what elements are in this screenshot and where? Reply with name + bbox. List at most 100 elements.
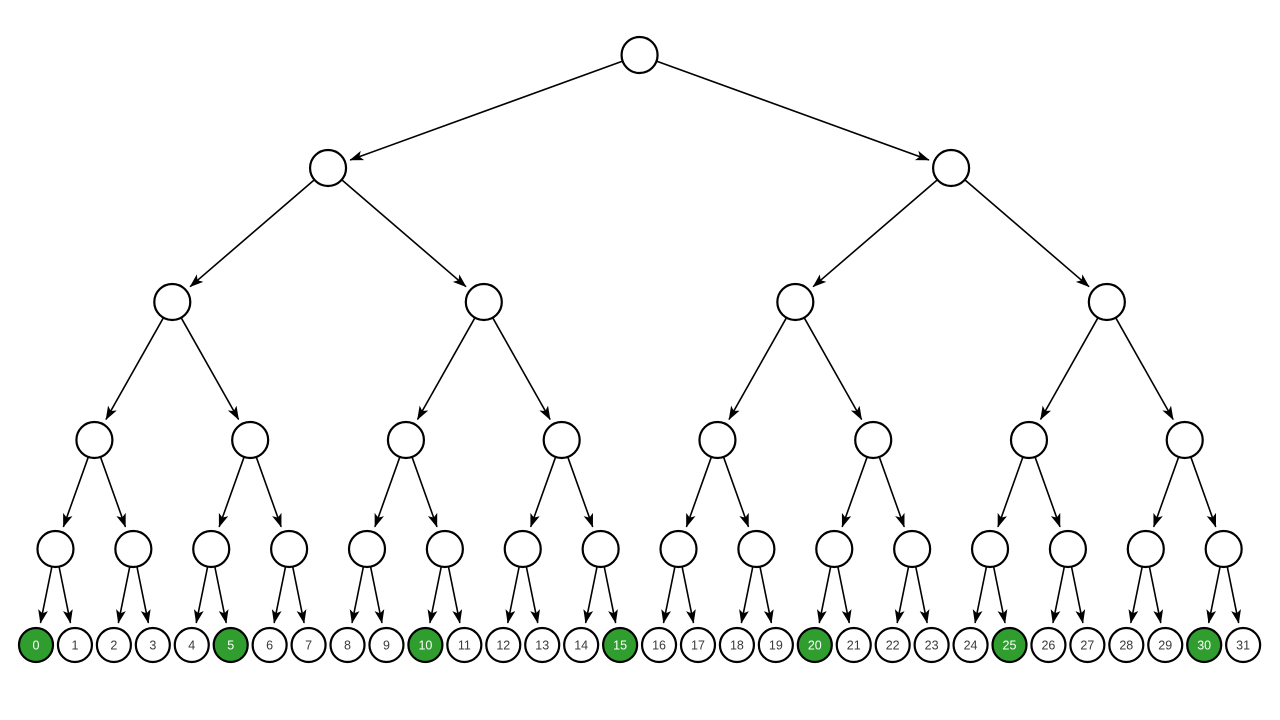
tree-leaf-node-6[interactable]: 6 bbox=[251, 626, 288, 664]
internal-circle[interactable] bbox=[970, 529, 1010, 569]
internal-circle[interactable] bbox=[1165, 420, 1204, 460]
leaf-circle[interactable] bbox=[290, 626, 327, 664]
leaf-circle[interactable] bbox=[1186, 626, 1223, 664]
leaf-circle[interactable] bbox=[524, 626, 561, 664]
tree-leaf-node-16[interactable]: 16 bbox=[640, 626, 678, 664]
internal-circle[interactable] bbox=[153, 282, 192, 322]
leaf-circle[interactable] bbox=[368, 626, 405, 664]
tree-leaf-node-8[interactable]: 8 bbox=[329, 626, 366, 664]
leaf-circle[interactable] bbox=[173, 626, 210, 664]
tree-internal-node-l4-9[interactable] bbox=[737, 529, 776, 569]
internal-circle[interactable] bbox=[620, 35, 659, 75]
tree-leaf-node-17[interactable]: 17 bbox=[679, 626, 717, 664]
tree-internal-node-l4-11[interactable] bbox=[893, 529, 932, 569]
leaf-circle[interactable] bbox=[757, 626, 794, 664]
internal-circle[interactable] bbox=[1048, 529, 1088, 569]
internal-circle[interactable] bbox=[270, 529, 309, 569]
tree-internal-node-l4-8[interactable] bbox=[659, 529, 698, 569]
tree-leaf-node-26[interactable]: 26 bbox=[1030, 626, 1067, 664]
internal-circle[interactable] bbox=[1204, 529, 1243, 569]
internal-circle[interactable] bbox=[698, 420, 737, 460]
tree-internal-node-l1-0[interactable] bbox=[308, 148, 348, 188]
leaf-circle[interactable] bbox=[1147, 626, 1184, 664]
tree-leaf-node-7[interactable]: 7 bbox=[290, 626, 327, 664]
internal-circle[interactable] bbox=[581, 529, 620, 569]
internal-circle[interactable] bbox=[36, 529, 75, 569]
internal-circle[interactable] bbox=[231, 420, 270, 460]
internal-circle[interactable] bbox=[503, 529, 542, 569]
leaf-circle[interactable] bbox=[796, 626, 833, 664]
leaf-circle[interactable] bbox=[251, 626, 288, 664]
leaf-circle[interactable] bbox=[212, 626, 249, 664]
internal-circle[interactable] bbox=[1009, 420, 1049, 460]
leaf-circle[interactable] bbox=[601, 626, 639, 664]
tree-leaf-node-30[interactable]: 30 bbox=[1186, 626, 1223, 664]
tree-leaf-node-29[interactable]: 29 bbox=[1147, 626, 1184, 664]
tree-internal-node-l1-1[interactable] bbox=[931, 148, 971, 188]
internal-circle[interactable] bbox=[1087, 282, 1126, 322]
tree-leaf-node-5[interactable]: 5 bbox=[212, 626, 249, 664]
tree-leaf-node-22[interactable]: 22 bbox=[874, 626, 911, 664]
tree-internal-node-l3-6[interactable] bbox=[1009, 420, 1049, 460]
tree-leaf-node-2[interactable]: 2 bbox=[95, 626, 132, 664]
internal-circle[interactable] bbox=[659, 529, 698, 569]
internal-circle[interactable] bbox=[386, 420, 426, 460]
leaf-circle[interactable] bbox=[485, 626, 522, 664]
leaf-circle[interactable] bbox=[446, 626, 483, 664]
tree-leaf-node-28[interactable]: 28 bbox=[1108, 626, 1145, 664]
tree-internal-node-l3-7[interactable] bbox=[1165, 420, 1204, 460]
tree-leaf-node-3[interactable]: 3 bbox=[134, 626, 171, 664]
internal-circle[interactable] bbox=[114, 529, 153, 569]
leaf-circle[interactable] bbox=[1069, 626, 1106, 664]
tree-leaf-node-13[interactable]: 13 bbox=[524, 626, 561, 664]
leaf-circle[interactable] bbox=[134, 626, 171, 664]
tree-internal-node-l4-3[interactable] bbox=[270, 529, 309, 569]
internal-circle[interactable] bbox=[776, 282, 815, 322]
tree-internal-node-l4-0[interactable] bbox=[36, 529, 75, 569]
leaf-circle[interactable] bbox=[407, 626, 444, 664]
tree-internal-node-l4-12[interactable] bbox=[970, 529, 1010, 569]
tree-internal-node-l2-1[interactable] bbox=[464, 282, 503, 322]
tree-leaf-node-23[interactable]: 23 bbox=[913, 626, 950, 664]
tree-leaf-node-9[interactable]: 9 bbox=[368, 626, 405, 664]
internal-circle[interactable] bbox=[542, 420, 581, 460]
leaf-circle[interactable] bbox=[913, 626, 950, 664]
leaf-circle[interactable] bbox=[1225, 626, 1262, 664]
tree-internal-node-l4-15[interactable] bbox=[1204, 529, 1243, 569]
internal-circle[interactable] bbox=[425, 529, 464, 569]
tree-leaf-node-18[interactable]: 18 bbox=[718, 626, 756, 664]
leaf-circle[interactable] bbox=[679, 626, 717, 664]
tree-internal-node-l3-3[interactable] bbox=[542, 420, 581, 460]
internal-circle[interactable] bbox=[347, 529, 387, 569]
internal-circle[interactable] bbox=[308, 148, 348, 188]
leaf-circle[interactable] bbox=[874, 626, 911, 664]
tree-leaf-node-11[interactable]: 11 bbox=[446, 626, 483, 664]
tree-internal-node-l4-2[interactable] bbox=[192, 529, 231, 569]
tree-internal-node-l4-14[interactable] bbox=[1126, 529, 1165, 569]
leaf-circle[interactable] bbox=[17, 626, 55, 664]
tree-internal-node-l4-1[interactable] bbox=[114, 529, 153, 569]
tree-leaf-node-12[interactable]: 12 bbox=[485, 626, 522, 664]
tree-leaf-node-0[interactable]: 0 bbox=[17, 626, 55, 664]
leaf-circle[interactable] bbox=[991, 626, 1028, 664]
internal-circle[interactable] bbox=[75, 420, 114, 460]
internal-circle[interactable] bbox=[464, 282, 503, 322]
tree-leaf-node-24[interactable]: 24 bbox=[952, 626, 989, 664]
tree-internal-node-l4-4[interactable] bbox=[347, 529, 387, 569]
leaf-circle[interactable] bbox=[718, 626, 756, 664]
tree-internal-node-l0-0[interactable] bbox=[620, 35, 659, 75]
tree-leaf-node-1[interactable]: 1 bbox=[56, 626, 94, 664]
tree-internal-node-l3-1[interactable] bbox=[231, 420, 270, 460]
leaf-circle[interactable] bbox=[56, 626, 94, 664]
leaf-circle[interactable] bbox=[952, 626, 989, 664]
tree-internal-node-l3-2[interactable] bbox=[386, 420, 426, 460]
leaf-circle[interactable] bbox=[563, 626, 600, 664]
tree-leaf-node-20[interactable]: 20 bbox=[796, 626, 833, 664]
tree-internal-node-l4-7[interactable] bbox=[581, 529, 620, 569]
tree-internal-node-l4-10[interactable] bbox=[815, 529, 854, 569]
tree-leaf-node-31[interactable]: 31 bbox=[1225, 626, 1262, 664]
tree-internal-node-l4-13[interactable] bbox=[1048, 529, 1088, 569]
leaf-circle[interactable] bbox=[835, 626, 872, 664]
leaf-circle[interactable] bbox=[1108, 626, 1145, 664]
leaf-circle[interactable] bbox=[329, 626, 366, 664]
